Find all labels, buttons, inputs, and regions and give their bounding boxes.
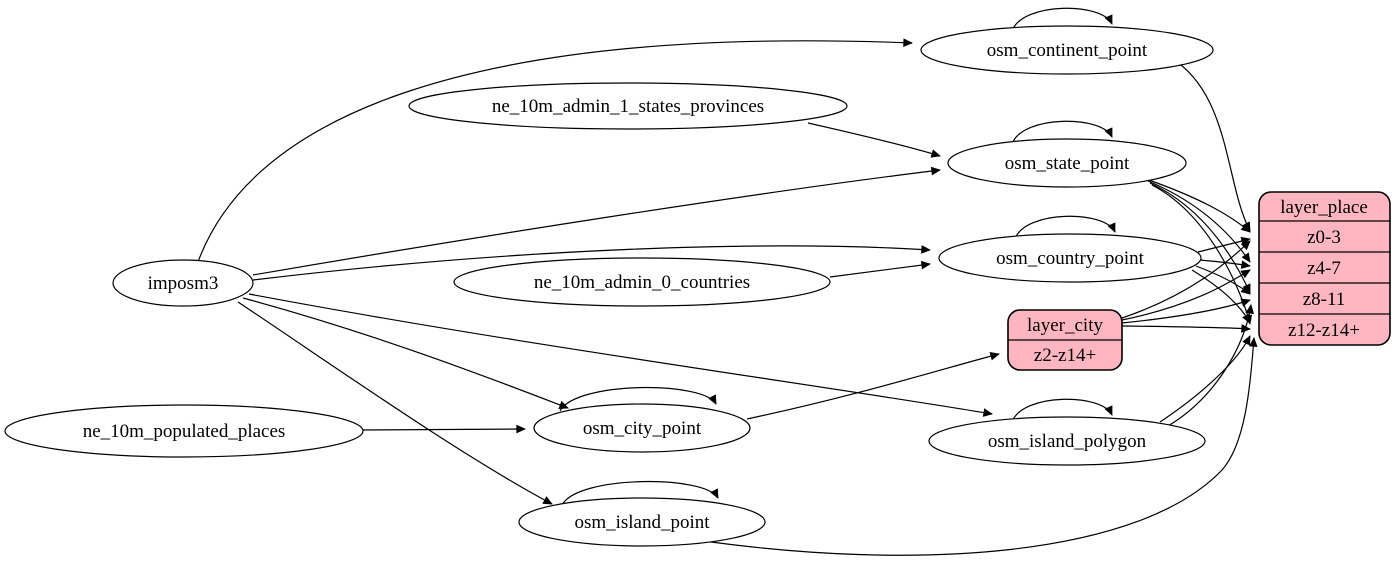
edge-osm_continent_point-layer_place-z0-3 — [1176, 61, 1251, 232]
layer_city-row-z2-z14: z2-z14+ — [1034, 345, 1096, 366]
edge-layer_city-layer_place-z12-z14 — [1121, 324, 1251, 333]
ne_10m_populated_places-label: ne_10m_populated_places — [83, 421, 286, 442]
node-osm_country_point: osm_country_point — [938, 233, 1202, 283]
layer_place-row-z8-11: z8-11 — [1303, 289, 1346, 310]
osm_state_point-label: osm_state_point — [1005, 153, 1130, 174]
selfloop-osm_state_point — [1011, 120, 1113, 145]
layer_place-shape — [1258, 191, 1391, 346]
layer_place-row-z0-3: z0-3 — [1307, 227, 1341, 248]
selfloop-osm_island_point — [561, 481, 719, 506]
ne_10m_admin_1_states_provinces-shape — [408, 82, 848, 130]
edge-osm_state_point-layer_place-z8-11 — [1149, 182, 1251, 294]
layer_place-row-z4-7: z4-7 — [1307, 258, 1341, 279]
edge-ne_10m_admin_1_states_provinces-osm_state_point — [807, 122, 941, 158]
imposm3-label: imposm3 — [148, 273, 219, 294]
edge-osm_country_point-layer_place-z12-z14 — [1191, 269, 1251, 324]
selfloop-osm_city_point — [559, 387, 717, 412]
osm_country_point-label: osm_country_point — [996, 248, 1144, 269]
layer_city-title: layer_city — [1027, 315, 1103, 336]
osm_city_point-label: osm_city_point — [583, 418, 702, 439]
edge-osm_city_point-layer_city-z2-z14 — [746, 351, 1000, 420]
node-osm_city_point: osm_city_point — [533, 403, 751, 453]
edge-imposm3-osm_state_point — [252, 166, 941, 276]
edge-osm_island_polygon-layer_place-z8-11 — [1167, 304, 1255, 427]
edge-osm_country_point-layer_place-z8-11 — [1195, 265, 1251, 295]
record-layer_place: layer_place z0-3 z4-7 z8-11 z12-z14+ — [1258, 191, 1391, 346]
osm_continent_point-shape — [920, 25, 1214, 75]
ne_10m_admin_0_countries-shape — [453, 257, 831, 307]
imposm3-shape — [112, 259, 254, 307]
node-osm_island_polygon: osm_island_polygon — [928, 416, 1206, 466]
edge-osm_country_point-layer_place-z0-3 — [1197, 236, 1251, 253]
osm_island_polygon-shape — [928, 416, 1206, 466]
edge-osm_country_point-layer_place-z4-7 — [1199, 259, 1251, 269]
layer_place-title: layer_place — [1280, 197, 1368, 218]
node-ne_10m_admin_1_states_provinces: ne_10m_admin_1_states_provinces — [408, 82, 848, 130]
node-imposm3: imposm3 — [112, 259, 254, 307]
selfloop-osm_island_polygon — [1011, 398, 1113, 423]
edge-imposm3-osm_island_point — [237, 301, 553, 505]
node-osm_island_point: osm_island_point — [518, 497, 766, 547]
node-osm_state_point: osm_state_point — [947, 138, 1187, 188]
edge-osm_island_polygon-layer_place-z12-z14 — [1159, 335, 1251, 423]
selfloop-osm_continent_point — [1011, 7, 1113, 32]
node-osm_continent_point: osm_continent_point — [920, 25, 1214, 75]
edge-osm_state_point-layer_place-z4-7 — [1147, 180, 1251, 263]
edge-ne_10m_populated_places-osm_city_point — [362, 424, 526, 434]
edge-layer_city-layer_place-z0-3 — [1121, 240, 1251, 319]
edge-imposm3-osm_city_point — [242, 297, 569, 409]
edge-imposm3-osm_continent_point — [197, 38, 913, 263]
edge-ne_10m_admin_0_countries-osm_country_point — [829, 260, 931, 278]
edges — [197, 7, 1258, 556]
node-ne_10m_populated_places: ne_10m_populated_places — [4, 404, 364, 458]
ne_10m_populated_places-shape — [4, 404, 364, 458]
edge-osm_state_point-layer_place-z0-3 — [1145, 178, 1251, 233]
edge-imposm3-osm_island_polygon — [248, 293, 993, 417]
edge-layer_city-layer_place-z8-11 — [1121, 298, 1251, 324]
osm_state_point-shape — [947, 138, 1187, 188]
edge-imposm3-osm_country_point — [252, 245, 931, 281]
osm_city_point-shape — [533, 403, 751, 453]
record-layer_city: layer_city z2-z14+ — [1007, 309, 1123, 371]
osm_island_point-label: osm_island_point — [574, 512, 710, 533]
osm_island_polygon-label: osm_island_polygon — [988, 431, 1147, 452]
osm_country_point-shape — [938, 233, 1202, 283]
edge-layer_city-layer_place-z4-7 — [1121, 269, 1251, 321]
node-ne_10m_admin_0_countries: ne_10m_admin_0_countries — [453, 257, 831, 307]
ne_10m_admin_1_states_provinces-label: ne_10m_admin_1_states_provinces — [492, 96, 764, 117]
layer_place-row-z12-z14: z12-z14+ — [1288, 320, 1360, 341]
osm_continent_point-label: osm_continent_point — [987, 40, 1148, 61]
ne_10m_admin_0_countries-label: ne_10m_admin_0_countries — [534, 272, 750, 293]
selfloop-osm_country_point — [1014, 215, 1116, 240]
osm_island_point-shape — [518, 497, 766, 547]
edge-osm_island_point-layer_place-z12-z14 — [696, 337, 1258, 556]
